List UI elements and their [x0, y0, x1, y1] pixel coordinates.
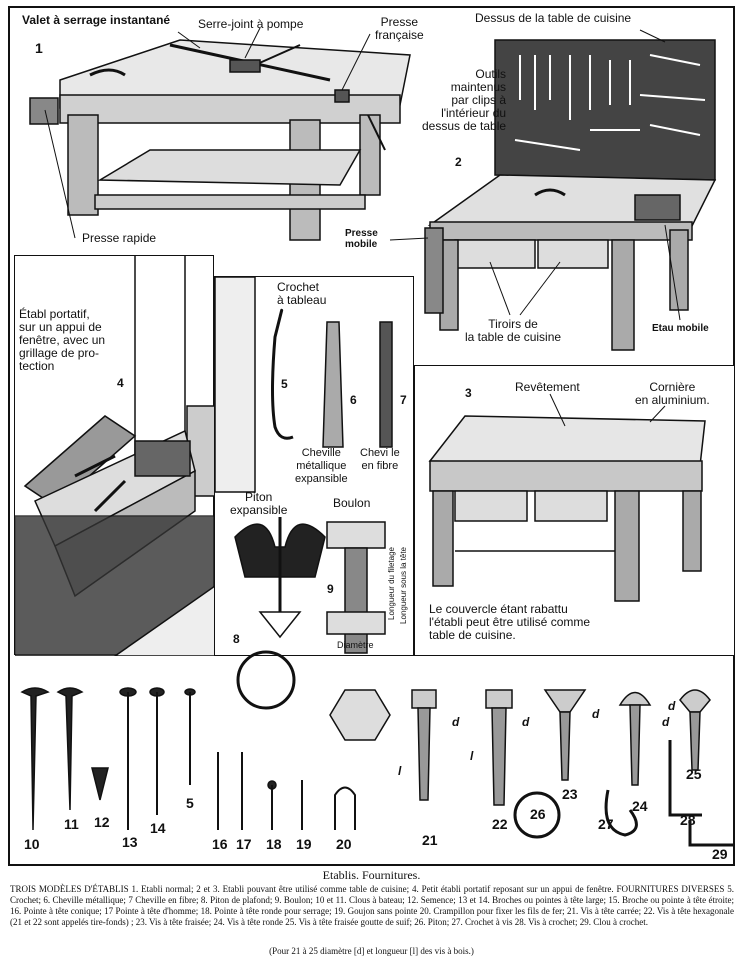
dim-d-22: d: [522, 715, 530, 729]
figure-number-2: 2: [455, 155, 462, 169]
nail-number-16: 16: [212, 836, 228, 852]
nail-number-12: 12: [94, 814, 110, 830]
screw-number-29: 29: [712, 846, 728, 862]
figure-number-4: 4: [117, 376, 124, 390]
screw-number-22: 22: [492, 816, 508, 832]
figure-number-7: 7: [400, 393, 407, 407]
screw-number-28: 28: [680, 812, 696, 828]
label-tiroirs: Tiroirs de la table de cuisine: [465, 317, 562, 344]
label-piton-expansible: Piton expansible: [230, 490, 288, 517]
dim-d-23: d: [592, 707, 600, 721]
panel-workbench-4: Établ portatif, sur un appui de fenêtre,…: [14, 255, 215, 656]
screw-number-25: 25: [686, 766, 702, 782]
caption-title: Etablis. Fournitures.: [322, 868, 421, 882]
screw-number-27: 27: [598, 816, 614, 832]
nail-number-19: 19: [296, 836, 312, 852]
nail-number-14: 14: [150, 820, 166, 836]
caption-note: (Pour 21 à 25 diamètre [d] et longueur […: [269, 946, 474, 956]
dim-d-21: d: [452, 715, 460, 729]
nail-number-18: 18: [266, 836, 282, 852]
screw-number-24: 24: [632, 798, 648, 814]
dim-l-22: l: [470, 749, 474, 763]
label-outils-clips: Outils maintenus par clips à l'intérieur…: [422, 67, 507, 133]
label-presse-mobile: Presse mobile: [345, 228, 378, 250]
hardware-drawing: [215, 277, 393, 654]
nail-number-10: 10: [24, 836, 40, 852]
label-corniere: Cornière en aluminium.: [635, 380, 710, 407]
figure-number-5: 5: [281, 377, 288, 391]
workbench-3-drawing: [428, 393, 706, 602]
dim-d-25: d: [668, 699, 676, 713]
nail-number-15: 5: [186, 795, 194, 811]
label-etabli-portatif: Établ portatif, sur un appui de fenêtre,…: [19, 307, 106, 373]
label-valet: Valet à serrage instantané: [22, 13, 171, 27]
screw-number-23: 23: [562, 786, 578, 802]
figure-number-1: 1: [35, 40, 43, 56]
label-diametre: Diamètre: [337, 640, 374, 650]
panel-hardware: Crochet à tableau 5 6 7 Cheville métalli…: [214, 276, 414, 656]
workbench-4-drawing: [15, 256, 215, 656]
label-revetement: Revêtement: [515, 380, 580, 394]
screw-number-21: 21: [422, 832, 438, 848]
screw-number-26: 26: [530, 806, 546, 822]
nail-number-13: 13: [122, 834, 138, 850]
figure-number-8: 8: [233, 632, 240, 646]
label-etau-mobile: Etau mobile: [652, 323, 709, 334]
label-presse-rapide: Presse rapide: [82, 231, 157, 245]
label-serre-joint: Serre-joint à pompe: [198, 17, 304, 31]
label-presse-francaise: Presse française: [375, 15, 424, 42]
panel-workbench-3: 3 Revêtement Cornière en aluminium. Le c…: [414, 365, 735, 656]
label-cheville-metallique: Cheville métallique expansible: [295, 447, 348, 485]
dim-d-24: d: [662, 715, 670, 729]
figure-number-9: 9: [327, 582, 334, 596]
label-dessus-table: Dessus de la table de cuisine: [475, 11, 632, 25]
nail-number-11: 11: [64, 816, 79, 832]
label-cheville-fibre: Chevi le en fibre: [360, 447, 400, 472]
figure-number-3: 3: [465, 386, 472, 400]
label-crochet-tableau: Crochet à tableau: [277, 280, 327, 307]
nail-number-17: 17: [236, 836, 252, 852]
nail-number-20: 20: [336, 836, 352, 852]
dim-l-21: l: [398, 764, 402, 778]
caption-body: TROIS MODÈLES D'ÉTABLIS 1. Etabli normal…: [10, 884, 734, 927]
figure-number-6: 6: [350, 393, 357, 407]
label-couvercle-rabattu: Le couvercle étant rabattu l'établi peut…: [429, 602, 591, 642]
label-boulon: Boulon: [333, 496, 371, 510]
